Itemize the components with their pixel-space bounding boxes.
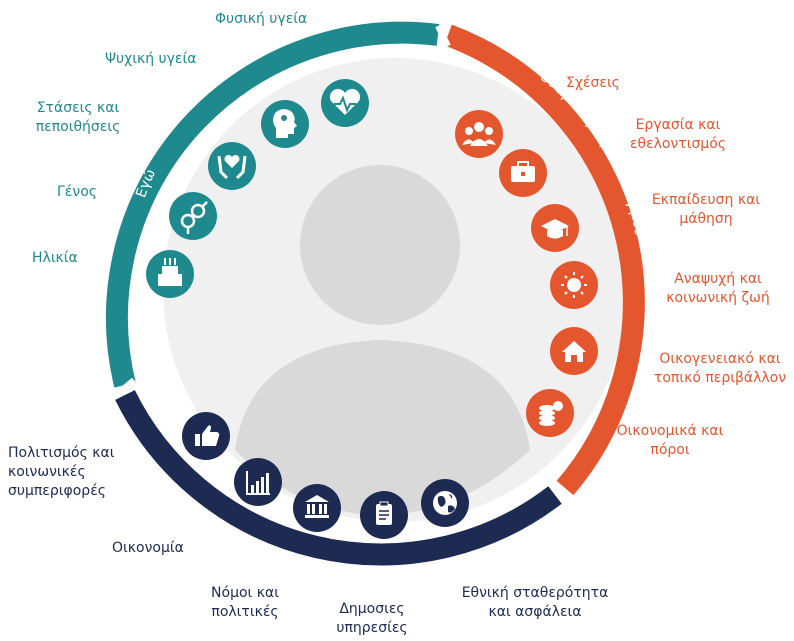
label-education-learning: Εκπαίδευση και μάθηση: [651, 192, 761, 227]
people-group-icon: [455, 110, 503, 158]
briefcase-icon: [499, 149, 547, 197]
label-leisure-social: Αναψυχή και κοινωνική ζωή: [666, 271, 770, 306]
label-physical-health: Φυσική υγεία: [215, 11, 308, 27]
gender-icon: [169, 192, 217, 240]
self-arc: [105, 21, 440, 388]
birthday-cake-icon: [146, 250, 194, 298]
globe-icon: [421, 479, 469, 527]
growth-chart-icon: [234, 458, 282, 506]
label-mental-health: Ψυχική υγεία: [105, 51, 197, 67]
hands-heart-icon: [208, 142, 256, 190]
label-public-services: Δημοσιες υπηρεσίες: [336, 601, 408, 636]
coins-icon: [526, 389, 574, 437]
label-attitudes-beliefs: Στάσεις και πεποιθήσεις: [35, 100, 121, 135]
label-finances-resources: Οικονομικά και πόροι: [616, 423, 724, 458]
label-family-local: Οικογενειακό και τοπικό περιβάλλον: [653, 351, 787, 386]
label-economy: Οικονομία: [112, 540, 184, 556]
clipboard-icon: [360, 491, 408, 539]
label-age: Ηλικία: [32, 250, 78, 266]
label-culture-social-behaviour: Πολιτισμός και κοινωνικές συμπεριφορές: [8, 445, 115, 499]
sun-icon: [550, 261, 598, 309]
label-relationships: Σχέσεις: [566, 75, 620, 91]
label-laws-policies: Νόμοι και πολιτικές: [211, 585, 279, 620]
person-silhouette: [235, 165, 530, 515]
thumbs-up-icon: [182, 412, 230, 460]
label-work-volunteering: Εργασία και εθελοντισμός: [629, 117, 727, 152]
immediate-arc: [444, 24, 645, 496]
graduation-cap-icon: [531, 204, 579, 252]
heart-pulse-icon: [321, 79, 369, 127]
label-national-stability-security: Εθνική σταθερότητα και ασφάλεια: [461, 585, 609, 620]
bank-building-icon: [293, 484, 341, 532]
head-brain-icon: [261, 100, 309, 148]
label-gender: Γένος: [57, 184, 97, 200]
house-icon: [550, 327, 598, 375]
wider-arc: [115, 390, 562, 566]
